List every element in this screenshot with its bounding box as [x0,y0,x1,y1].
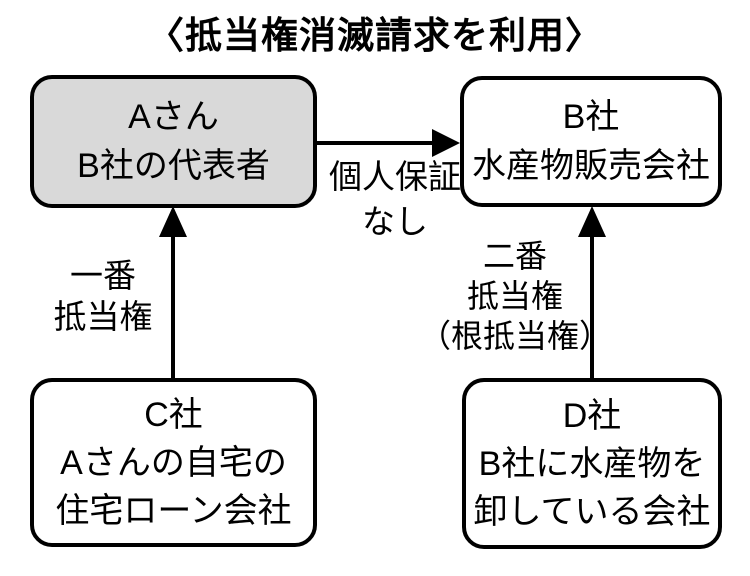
edge-label-d-to-b: 二番 抵当権 （根抵当権） [400,236,630,356]
edge-label-a-to-b-line2: なし [362,203,428,240]
node-c-name: C社 [144,395,203,434]
node-d-name: D社 [562,396,622,435]
arrow-right-icon [432,129,460,157]
node-d-company: D社 B社に水産物を 卸している会社 [462,378,722,549]
edge-label-c-to-a: 一番 抵当権 [13,255,193,337]
diagram-title: 〈抵当権消滅請求を利用〉 [147,15,603,56]
arrow-up-icon [578,206,606,237]
node-d-description-1: B社に水産物を [478,444,706,483]
node-c-description-1: Aさんの自宅の [60,443,287,482]
arrow-c-to-a [159,206,187,379]
edge-label-d-to-b-line1: 二番 [482,238,547,274]
node-c-company: C社 Aさんの自宅の 住宅ローン会社 [30,378,317,547]
arrow-up-icon [159,206,187,237]
node-c-description-2: 住宅ローン会社 [55,491,292,530]
node-b-company: B社 水産物販売会社 [460,76,722,207]
edge-label-d-to-b-line2: 抵当権 [466,278,563,314]
node-b-name: B社 [562,97,620,136]
node-a-description: B社の代表者 [77,146,270,185]
node-a-name: Aさん [128,97,219,136]
edge-label-c-to-a-line1: 一番 [70,257,136,294]
edge-label-d-to-b-line3: （根抵当権） [418,318,611,354]
edge-label-a-to-b-line1: 個人保証 [329,158,461,195]
arrow-d-to-b [578,206,606,379]
node-a-san: Aさん B社の代表者 [30,75,317,208]
arrow-a-to-b [314,129,460,157]
edge-label-a-to-b: 個人保証 なし [285,154,505,244]
edge-label-c-to-a-line2: 抵当権 [53,298,153,335]
node-d-description-2: 卸している会社 [473,492,711,531]
node-b-description: 水産物販売会社 [472,146,710,185]
